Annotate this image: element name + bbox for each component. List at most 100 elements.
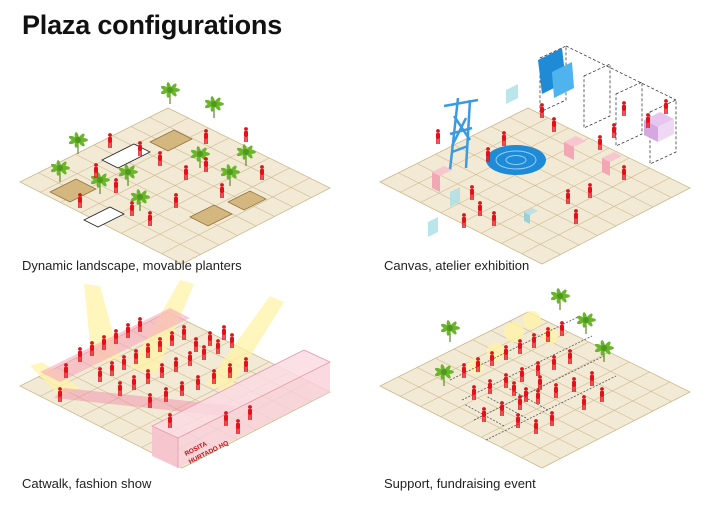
person-figure <box>470 185 474 200</box>
person-figure <box>194 337 198 352</box>
table-row-line <box>485 375 617 441</box>
person-figure <box>102 335 106 350</box>
person-figure <box>582 395 586 410</box>
person-figure <box>212 369 216 384</box>
person-figure <box>78 347 82 362</box>
person-figure <box>110 361 114 376</box>
caption-atelier-exhibition: Canvas, atelier exhibition <box>384 258 530 273</box>
person-figure <box>148 211 152 226</box>
person-figure <box>482 407 486 422</box>
person-figure <box>560 321 564 336</box>
planter-box <box>49 178 97 203</box>
person-figure <box>118 381 122 396</box>
grid-line <box>121 157 270 234</box>
person-figure <box>202 345 206 360</box>
tree-icon <box>130 189 150 211</box>
person-figure <box>590 371 594 386</box>
person-figure <box>222 325 226 340</box>
person-figure <box>536 389 540 404</box>
person-figure <box>168 413 172 428</box>
hq-building <box>151 349 331 468</box>
person-figure <box>204 129 208 144</box>
person-figure <box>174 193 178 208</box>
tree-icon <box>236 144 256 166</box>
person-figure <box>196 375 200 390</box>
person-figure <box>504 345 508 360</box>
planter-box <box>189 204 233 227</box>
grid-line <box>481 361 630 438</box>
pond <box>486 145 546 175</box>
person-figure <box>534 419 538 434</box>
person-figure <box>208 331 212 346</box>
person-figure <box>664 99 668 114</box>
table-row-line <box>461 335 593 401</box>
person-figure <box>492 211 496 226</box>
person-figure <box>550 411 554 426</box>
person-figure <box>182 325 186 340</box>
person-figure <box>160 363 164 378</box>
diagram-fundraising-event <box>379 288 691 469</box>
person-figure <box>588 183 592 198</box>
person-figure <box>134 349 138 364</box>
page-title: Plaza configurations <box>22 10 283 40</box>
person-figure <box>540 103 544 118</box>
person-figure <box>612 123 616 138</box>
pond-ripples <box>495 150 537 170</box>
tree-icon <box>118 164 138 186</box>
person-figure <box>170 331 174 346</box>
person-figure <box>148 393 152 408</box>
person-figure <box>230 333 234 348</box>
panel-catwalk-fashion-show: ROSITA HURTADO HQ Catwalk, fashion show <box>0 276 354 516</box>
person-figure <box>490 351 494 366</box>
person-figure <box>518 339 522 354</box>
person-figure <box>174 357 178 372</box>
bench <box>83 206 125 228</box>
person-figure <box>546 327 550 342</box>
person-figure <box>132 375 136 390</box>
person-figure <box>622 101 626 116</box>
panel-dynamic-landscape: Dynamic landscape, movable planters <box>0 42 354 282</box>
person-figure <box>572 377 576 392</box>
tree-icon <box>434 364 454 386</box>
people-group <box>462 321 604 434</box>
person-figure <box>98 367 102 382</box>
person-figure <box>504 373 508 388</box>
people-group <box>58 317 252 434</box>
person-figure <box>566 189 570 204</box>
person-figure <box>158 337 162 352</box>
person-figure <box>90 341 94 356</box>
tree-icon <box>204 96 224 118</box>
catwalk-runway <box>40 308 190 382</box>
person-figure <box>224 411 228 426</box>
people-group <box>436 99 668 228</box>
grid-line <box>149 116 312 198</box>
person-figure <box>138 141 142 156</box>
person-figure <box>78 193 82 208</box>
person-figure <box>538 375 542 390</box>
panel-atelier-exhibition: Canvas, atelier exhibition <box>354 42 708 282</box>
person-figure <box>552 355 556 370</box>
person-figure <box>574 209 578 224</box>
tree-group <box>50 82 256 211</box>
planter-box <box>227 190 267 211</box>
person-figure <box>244 357 248 372</box>
person-figure <box>472 385 476 400</box>
person-figure <box>114 329 118 344</box>
grid-line <box>121 361 270 438</box>
person-figure <box>598 135 602 150</box>
person-figure <box>478 201 482 216</box>
grid-line <box>501 167 650 244</box>
grid-line <box>490 126 654 208</box>
person-figure <box>138 317 142 332</box>
person-figure <box>94 163 98 178</box>
diagram-catwalk-fashion-show: ROSITA HURTADO HQ <box>19 280 331 469</box>
person-figure <box>188 351 192 366</box>
blue-screen <box>552 62 574 98</box>
person-figure <box>64 363 68 378</box>
diagram-atelier-exhibition <box>379 45 691 265</box>
person-figure <box>568 349 572 364</box>
person-figure <box>554 383 558 398</box>
grid-line <box>521 381 670 459</box>
person-figure <box>130 201 134 216</box>
planter-box <box>149 129 193 152</box>
